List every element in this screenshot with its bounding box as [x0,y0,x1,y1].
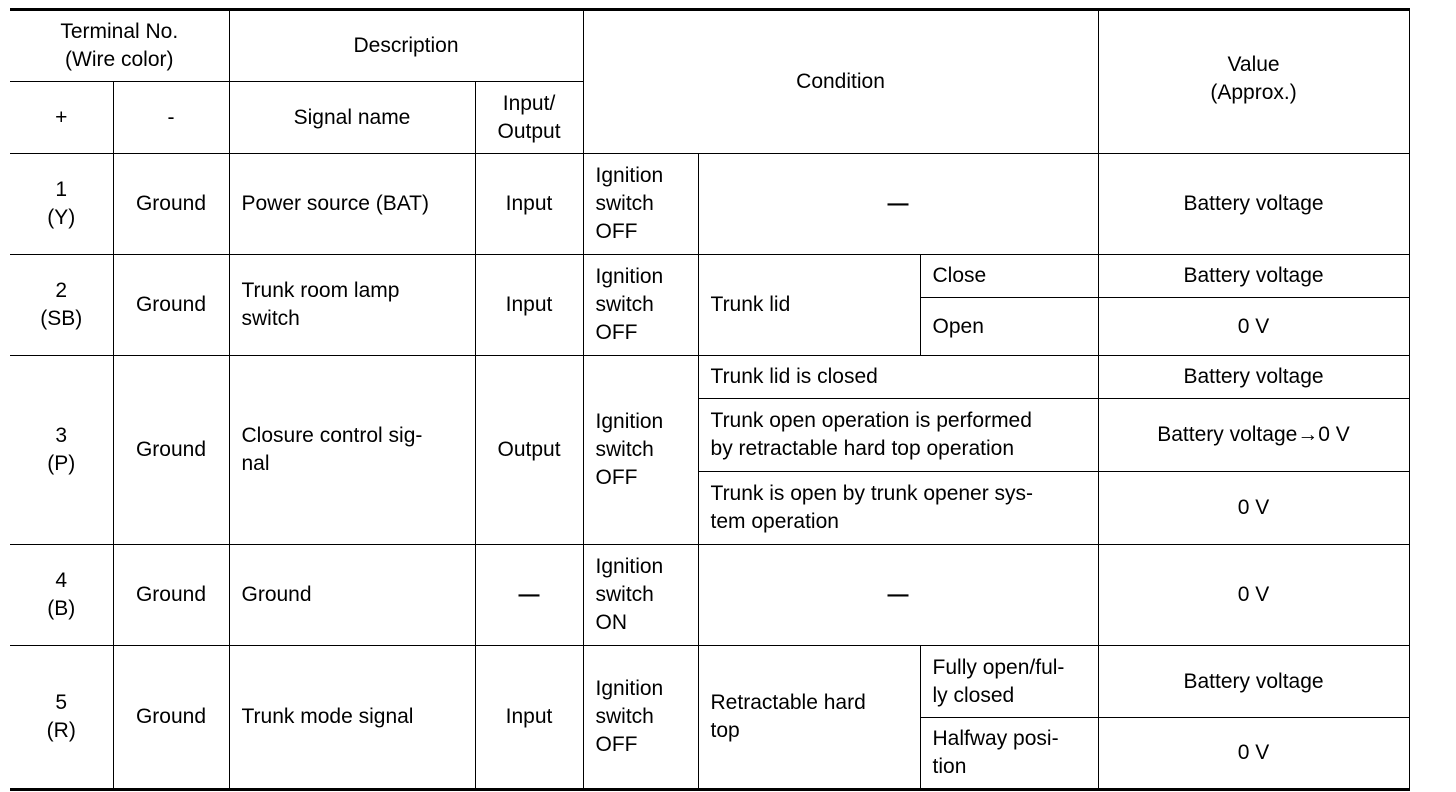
io-cell: Input [474,254,584,356]
header-row: Terminal No. (Wire color) Description Co… [10,8,1410,154]
condition-cell: Retractable hard top [697,645,921,791]
table-row: Halfway posi- tion 0 V [10,717,1410,791]
terminal-cell: 5 (R) [10,645,114,791]
io-cell: Input [474,153,584,255]
minus-cell: Ground [112,645,230,791]
value-cell: 0 V [1097,544,1410,646]
value-cell: 0 V [1097,471,1410,545]
state-cell: Open [919,297,1099,356]
state-cell: Halfway posi- tion [919,717,1099,791]
value-cell: Battery voltage [1097,254,1410,298]
table-row: 1 (Y) Ground Power source (BAT) Input Ig… [10,153,1410,255]
condition-cell: — [697,544,1099,646]
condition-cell: — [697,153,1099,255]
minus-cell: Ground [112,254,230,356]
header-minus: - [112,81,230,154]
state-cell: Fully open/ful- ly closed [919,645,1099,718]
table-row: Trunk is open by trunk opener sys- tem o… [10,471,1410,545]
header-value: Value (Approx.) [1097,8,1410,154]
value-cell: 0 V [1097,297,1410,356]
header-input-output: Input/ Output [474,81,584,154]
condition-cell: Trunk lid [697,254,921,356]
signal-name-cell: Ground [228,544,476,646]
minus-cell: Ground [112,355,230,545]
header-signal-name: Signal name [228,81,476,154]
ignition-cell: Ignition switch OFF [582,153,699,255]
value-cell: Battery voltage [1097,645,1410,718]
value-cell: Battery voltage [1097,153,1410,255]
io-cell: Output [474,355,584,545]
io-cell: — [474,544,584,646]
signal-name-cell: Power source (BAT) [228,153,476,255]
terminal-cell: 2 (SB) [10,254,114,356]
signal-name-cell: Trunk mode signal [228,645,476,791]
minus-cell: Ground [112,544,230,646]
header-plus: + [10,81,114,154]
minus-cell: Ground [112,153,230,255]
table-row: 5 (R) Ground Trunk mode signal Input Ign… [10,645,1410,791]
value-cell: 0 V [1097,717,1410,791]
io-cell: Input [474,645,584,791]
condition-cell: Trunk lid is closed [697,355,1099,399]
table-row: 4 (B) Ground Ground — Ignition switch ON… [10,544,1410,646]
table-row: Open 0 V [10,297,1410,356]
ignition-cell: Ignition switch OFF [582,645,699,791]
header-terminal-no: Terminal No. (Wire color) [10,8,230,82]
ignition-cell: Ignition switch ON [582,544,699,646]
condition-cell: Trunk is open by trunk opener sys- tem o… [697,471,1099,545]
ignition-cell: Ignition switch OFF [582,254,699,356]
header-condition: Condition [582,8,1099,154]
ignition-cell: Ignition switch OFF [582,355,699,545]
signal-name-cell: Closure control sig- nal [228,355,476,545]
table-row: 2 (SB) Ground Trunk room lamp switch Inp… [10,254,1410,356]
terminal-cell: 1 (Y) [10,153,114,255]
header-description: Description [228,8,584,82]
value-cell: Battery voltage→0 V [1097,398,1410,472]
signal-name-cell: Trunk room lamp switch [228,254,476,356]
condition-cell: Trunk open operation is performed by ret… [697,398,1099,472]
value-cell: Battery voltage [1097,355,1410,399]
terminal-cell: 4 (B) [10,544,114,646]
table-row: 3 (P) Ground Closure control sig- nal Ou… [10,355,1410,545]
table-row: Trunk open operation is performed by ret… [10,398,1410,472]
state-cell: Close [919,254,1099,298]
terminal-table: Terminal No. (Wire color) Description Co… [10,8,1410,791]
terminal-cell: 3 (P) [10,355,114,545]
